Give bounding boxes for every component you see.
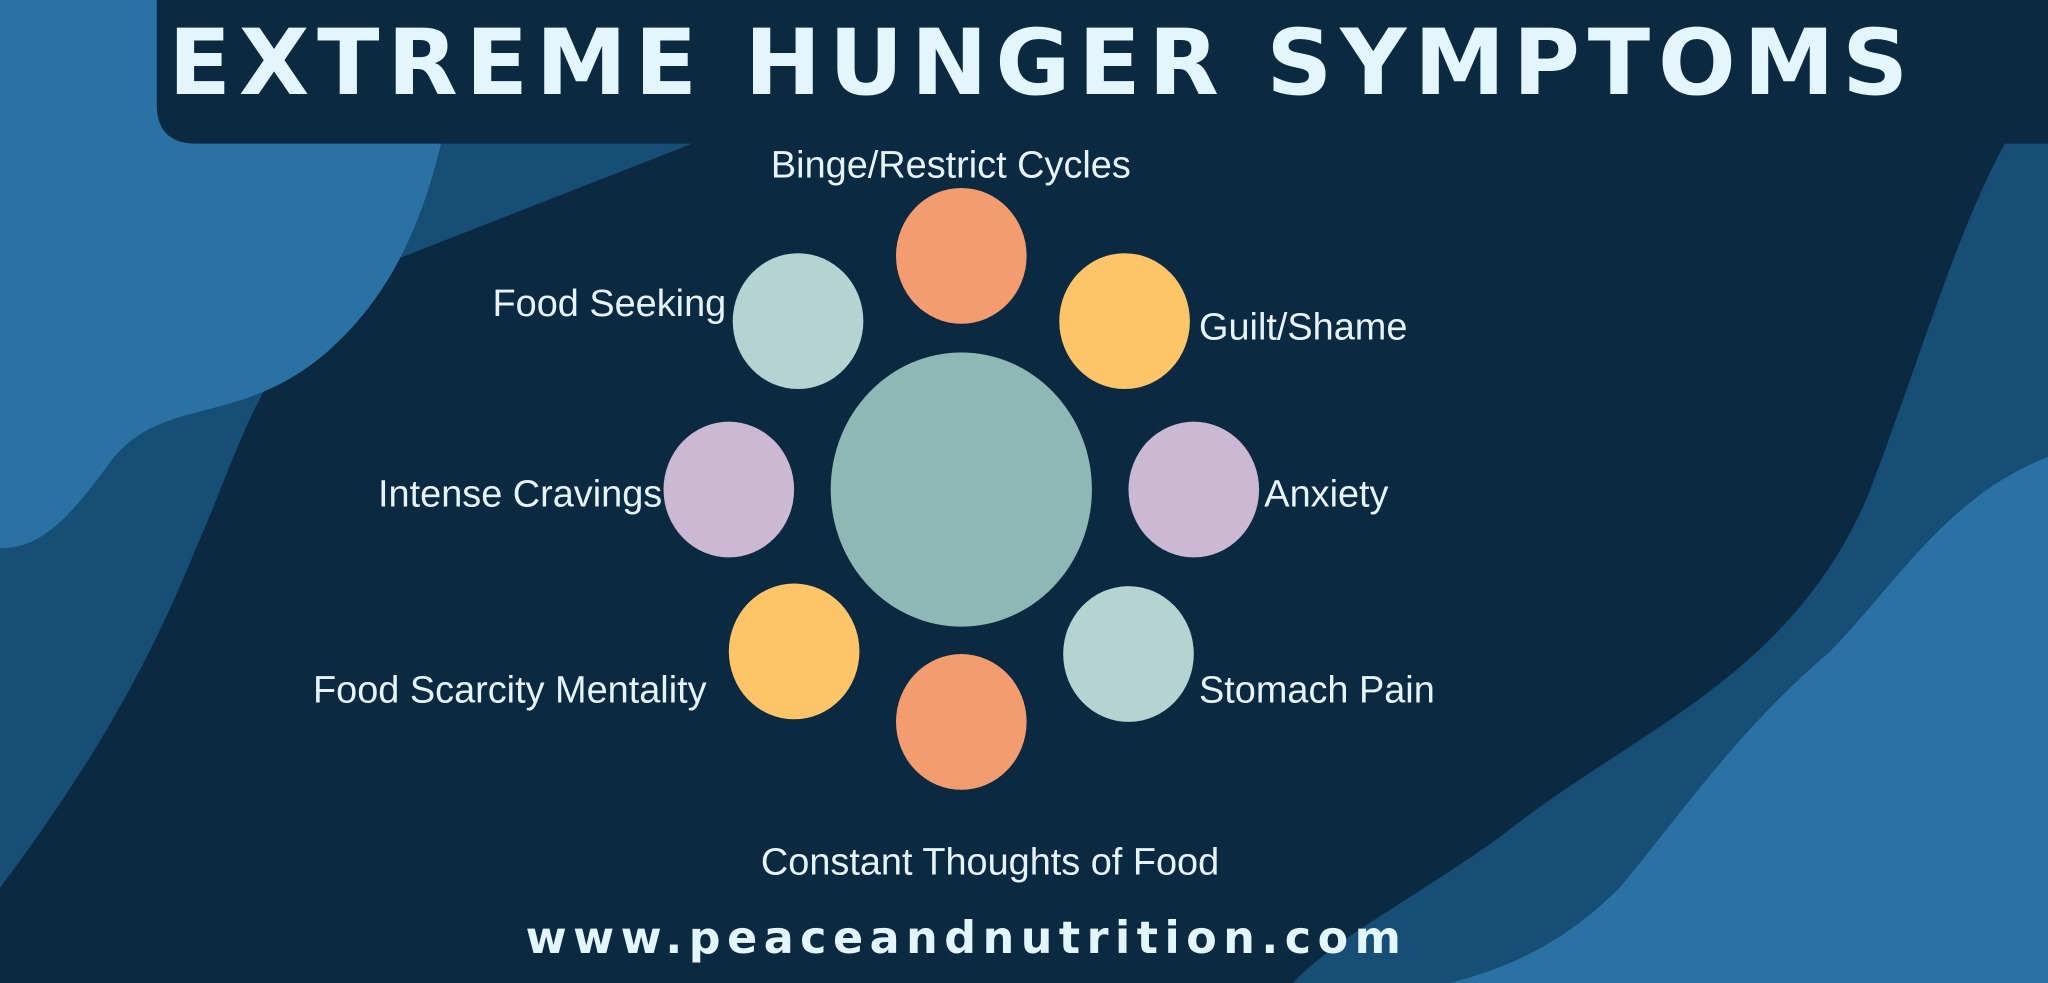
symptom-label: Food Seeking xyxy=(493,283,727,325)
right-light-wave xyxy=(1449,456,2048,983)
symptom-label: Guilt/Shame xyxy=(1199,306,1407,348)
website-url: www.peaceandnutrition.com xyxy=(526,913,1408,964)
symptom-bubble xyxy=(1128,421,1260,558)
symptom-label: Stomach Pain xyxy=(1199,669,1435,711)
symptom-bubble xyxy=(896,187,1027,324)
symptom-label: Intense Cravings xyxy=(378,474,662,516)
symptom-label: Food Scarcity Mentality xyxy=(313,669,707,711)
symptom-label: Anxiety xyxy=(1264,474,1388,516)
symptom-bubble xyxy=(663,421,795,558)
symptom-bubble xyxy=(1059,253,1190,390)
symptom-bubble xyxy=(728,583,860,720)
symptom-label: Constant Thoughts of Food xyxy=(761,842,1219,884)
page-title: EXTREME HUNGER SYMPTOMS xyxy=(169,9,1916,116)
symptom-bubble xyxy=(1063,586,1194,722)
symptom-bubble xyxy=(732,253,864,390)
symptom-label: Binge/Restrict Cycles xyxy=(771,145,1131,187)
center-circle xyxy=(830,352,1092,627)
symptom-bubble xyxy=(896,654,1027,790)
title-banner xyxy=(156,0,2048,144)
